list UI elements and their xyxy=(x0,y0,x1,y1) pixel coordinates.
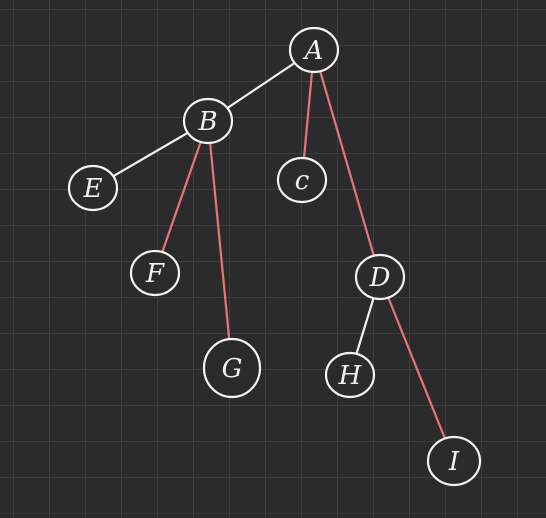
node-circle xyxy=(129,249,181,297)
node-a: A xyxy=(288,26,340,74)
edge-a-c xyxy=(302,70,314,160)
node-circle xyxy=(202,337,262,399)
node-h: H xyxy=(324,351,376,399)
edge-d-h xyxy=(355,297,375,355)
node-d: D xyxy=(354,253,406,301)
node-b: B xyxy=(182,97,234,145)
node-circle xyxy=(354,253,406,301)
node-i: I xyxy=(426,435,482,487)
node-label: c xyxy=(295,166,310,196)
node-g: G xyxy=(202,337,262,399)
edge-b-f xyxy=(161,140,202,254)
node-label: E xyxy=(83,174,103,204)
node-circle xyxy=(426,435,482,487)
edge-b-e xyxy=(112,131,189,178)
edges-layer xyxy=(112,61,447,440)
node-circle xyxy=(324,351,376,399)
node-circle xyxy=(67,164,119,212)
node-circle xyxy=(276,156,328,204)
node-circle xyxy=(182,97,234,145)
node-label: F xyxy=(145,259,165,289)
node-f: F xyxy=(129,249,181,297)
edge-d-i xyxy=(387,296,447,440)
node-label: H xyxy=(338,361,363,391)
node-label: B xyxy=(197,107,217,137)
edge-a-b xyxy=(226,61,296,110)
node-circle xyxy=(288,26,340,74)
node-c: c xyxy=(276,156,328,204)
nodes-layer: A BcD E F G H I xyxy=(67,26,482,487)
edge-b-g xyxy=(209,141,231,341)
edge-a-d xyxy=(319,70,375,257)
node-label: D xyxy=(369,263,391,293)
node-label: G xyxy=(222,354,243,384)
node-label: A xyxy=(303,36,324,66)
node-e: E xyxy=(67,164,119,212)
node-label: I xyxy=(448,447,460,477)
